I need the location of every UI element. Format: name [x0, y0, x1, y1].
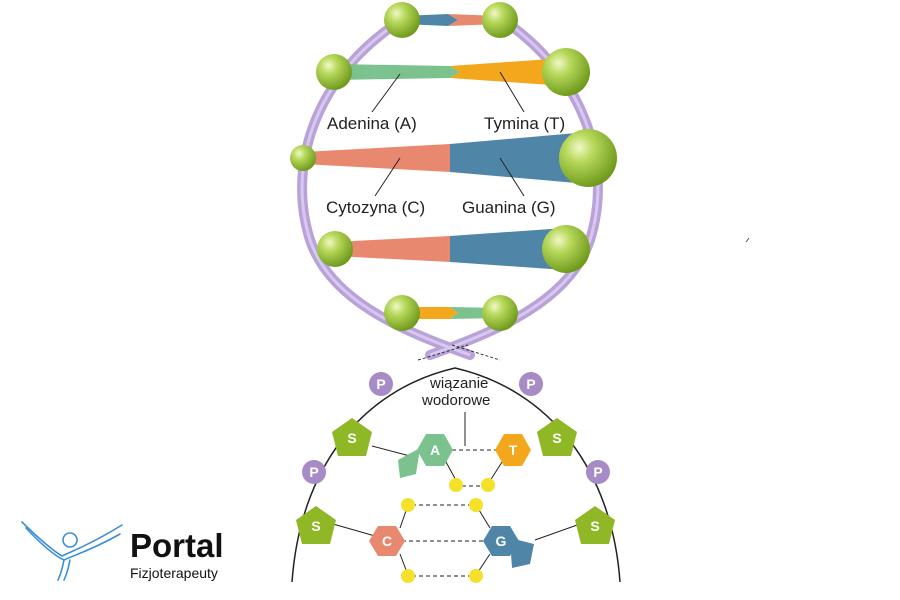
- svg-text:T: T: [509, 442, 518, 458]
- svg-text:S: S: [347, 430, 356, 446]
- svg-text:S: S: [590, 518, 599, 534]
- phosphate-group: P: [519, 372, 543, 396]
- base-pair-rung-adenine-thymine: [334, 58, 565, 86]
- base-pair-rung-cytosine-guanine: [303, 132, 588, 184]
- svg-text:C: C: [382, 533, 392, 549]
- svg-text:S: S: [311, 518, 320, 534]
- phosphate-group: P: [586, 460, 610, 484]
- svg-text:P: P: [376, 376, 385, 392]
- svg-text:A: A: [430, 442, 440, 458]
- leader-line-adenine: [371, 73, 401, 113]
- leader-line-guanine: [499, 157, 525, 197]
- svg-text:P: P: [309, 464, 318, 480]
- strand-arc-outline: [291, 367, 621, 583]
- svg-text:S: S: [552, 430, 561, 446]
- bond-line: [371, 445, 411, 457]
- helix-sphere: [317, 231, 353, 267]
- logo-title: Portal: [130, 527, 224, 564]
- svg-text:P: P: [593, 464, 602, 480]
- portal-logo[interactable]: Portal Fizjoterapeuty: [21, 521, 224, 581]
- hydrogen-bond-dot: [401, 569, 415, 583]
- helix-sphere: [542, 48, 590, 96]
- helix-sphere: [559, 129, 617, 187]
- label-thymine: Tymina (T): [484, 114, 565, 133]
- helix-sphere: [384, 2, 420, 38]
- bond-line: [534, 523, 581, 541]
- label-hydrogen-bond-line2: wodorowe: [421, 392, 490, 409]
- sugar-pentagon: S: [296, 506, 336, 544]
- base-pair-rung-4: [335, 228, 565, 270]
- helix-sphere: [482, 2, 518, 38]
- hydrogen-bond-dot: [449, 478, 463, 492]
- helix-sphere: [542, 225, 590, 273]
- base-cytosine: C: [369, 526, 405, 556]
- helix-sphere: [316, 54, 352, 90]
- logo-subtitle: Fizjoterapeuty: [130, 565, 218, 581]
- helix-sphere: [482, 295, 518, 331]
- hydrogen-bond-dot: [469, 569, 483, 583]
- hydrogen-bond-dot: [401, 498, 415, 512]
- sugar-pentagon: S: [332, 418, 372, 456]
- svg-text:P: P: [526, 376, 535, 392]
- base-adenine: A: [398, 434, 453, 478]
- svg-text:G: G: [496, 533, 507, 549]
- sugar-pentagon: S: [537, 418, 577, 456]
- label-cytosine: Cytozyna (C): [326, 198, 425, 217]
- base-thymine: T: [495, 434, 531, 466]
- hydrogen-bond-dot: [481, 478, 495, 492]
- stray-mark: [745, 237, 750, 243]
- helix-cut-mark: [417, 344, 469, 361]
- phosphate-group: P: [369, 372, 393, 396]
- logo-figure-icon: [21, 521, 123, 581]
- leader-line-thymine: [499, 71, 525, 113]
- label-hydrogen-bond-line1: wiązanie: [429, 375, 488, 392]
- label-guanine: Guanina (G): [462, 198, 556, 217]
- helix-sphere: [290, 145, 316, 171]
- phosphate-group: P: [302, 460, 326, 484]
- hydrogen-bond-dot: [469, 498, 483, 512]
- leader-line-cytosine: [374, 157, 401, 197]
- sugar-pentagon: S: [575, 506, 615, 544]
- bond-line: [332, 523, 376, 537]
- base-guanine: G: [483, 526, 534, 568]
- label-adenine: Adenina (A): [327, 114, 417, 133]
- helix-sphere: [384, 295, 420, 331]
- helix-cut-mark: [451, 344, 501, 361]
